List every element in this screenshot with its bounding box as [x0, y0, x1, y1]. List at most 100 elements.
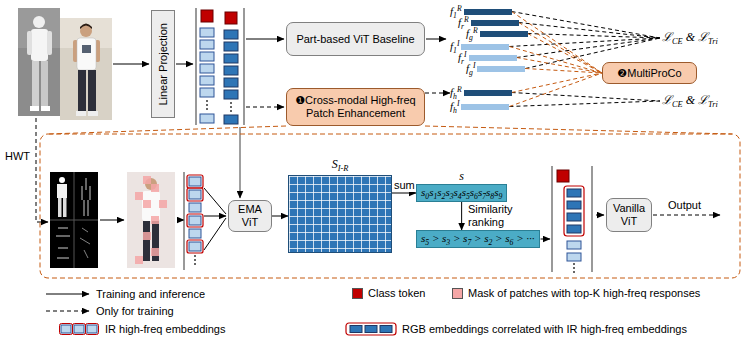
- legend-line: [46, 311, 89, 312]
- feature-bar: f1R: [450, 6, 512, 17]
- box-label: ❶Cross-modal High-freq Patch Enhancement: [291, 94, 420, 120]
- ellipsis-dots: [573, 263, 575, 273]
- feature-bar: fgR: [466, 28, 528, 39]
- embedding-cell: [224, 30, 238, 39]
- subscript: 1: [453, 46, 457, 55]
- rest-column: [567, 241, 581, 261]
- shape: [425, 126, 732, 134]
- embedding-cell: [200, 40, 214, 49]
- embedding-cell: [567, 253, 581, 261]
- shape: [143, 176, 151, 184]
- feature-bar: f1I: [450, 41, 509, 52]
- edge-label: sum: [393, 179, 416, 192]
- feature-bar: fgI: [466, 63, 525, 74]
- shape: [50, 220, 98, 221]
- subscript: Tri: [708, 37, 718, 46]
- subscript: Tri: [708, 100, 718, 109]
- shape: [40, 134, 740, 278]
- embedding-cell: [87, 325, 97, 333]
- superscript: R: [457, 4, 462, 13]
- shape: [41, 61, 48, 107]
- rgb-person-image: [60, 18, 112, 120]
- feature-bar-fill: [469, 55, 517, 61]
- embedding-cell: [224, 54, 238, 63]
- legend-text: Training and inference: [96, 288, 205, 301]
- subscript: h: [453, 106, 457, 115]
- subscript: 7: [467, 238, 471, 247]
- embedding-cell: [189, 177, 201, 186]
- subscript: 3: [446, 238, 450, 247]
- masked-rgb-image: [127, 172, 175, 268]
- highfreq-frame: [73, 324, 86, 335]
- feature-bar-fill: [464, 9, 512, 15]
- shape: [143, 221, 150, 261]
- connector: [272, 216, 288, 217]
- module-box: ❷MultiProCo: [602, 62, 697, 84]
- shape: [113, 64, 149, 65]
- superscript: R: [457, 85, 462, 94]
- connector: [525, 69, 602, 74]
- process-box: Vanilla ViT: [606, 198, 652, 232]
- ellipsis-dots: [194, 255, 196, 265]
- feature-bar-fill: [471, 20, 519, 26]
- embedding-cell: [350, 326, 362, 333]
- box-label: ❷MultiProCo: [617, 67, 681, 80]
- embedding-cell: [200, 88, 214, 97]
- legend-entry: Mask of patches with top-K high-freq res…: [452, 287, 700, 300]
- embedding-cell: [189, 190, 201, 199]
- feature-bar-fill: [477, 66, 525, 72]
- feature-bar-fill: [464, 90, 512, 96]
- shape: [596, 215, 604, 216]
- feature-bar: frI: [458, 52, 517, 63]
- shape: [77, 38, 96, 70]
- shape: [88, 70, 96, 112]
- subscript: 5: [466, 192, 470, 201]
- process-box: EMA ViT: [228, 200, 272, 232]
- embedding-cell: [189, 203, 201, 212]
- rgb-token-column: [224, 30, 238, 99]
- class-token: [225, 12, 237, 24]
- connector: [512, 93, 660, 102]
- shape: [33, 16, 45, 28]
- superscript: R: [473, 26, 478, 35]
- shape: [32, 61, 39, 107]
- embedding-cell: [567, 189, 581, 197]
- superscript: R: [464, 15, 469, 24]
- ellipsis-dot: [573, 263, 575, 265]
- superscript: I: [457, 39, 460, 48]
- legend-sample: [45, 287, 91, 301]
- subscript: 6: [474, 192, 478, 201]
- ir-token-column: [200, 28, 214, 97]
- subscript: 4: [458, 192, 462, 201]
- shape: [60, 18, 112, 120]
- legend-entry: RGB embeddings correlated with IR high-f…: [345, 322, 687, 336]
- superscript: I: [457, 99, 460, 108]
- shape: [143, 232, 151, 240]
- token-bracket: [591, 166, 592, 272]
- subscript: g: [469, 68, 473, 77]
- legend-text: RGB embeddings correlated with IR high-f…: [402, 323, 687, 336]
- subscript: g: [469, 33, 473, 42]
- subscript: 2: [442, 192, 446, 201]
- feature-bar-fill: [461, 104, 509, 110]
- class-token: [201, 10, 213, 22]
- embedding-cell: [189, 229, 201, 238]
- shape: [30, 106, 39, 111]
- subscript: 9: [498, 192, 502, 201]
- connector: [509, 73, 602, 107]
- shape: [204, 216, 226, 217]
- shape: [36, 118, 48, 222]
- token-bracket: [243, 8, 244, 125]
- embedding-cell: [74, 325, 84, 333]
- superscript: I: [464, 50, 467, 59]
- ellipsis-dot: [194, 259, 196, 261]
- shape: [152, 221, 159, 261]
- rgb-token-column: [224, 115, 238, 124]
- score-strip: ss0s1s2s3s4s5s6s7s8s9: [416, 170, 507, 202]
- embedding-cell: [224, 42, 238, 51]
- embedding-cell: [365, 326, 377, 333]
- shape: [246, 107, 284, 108]
- strip-heading: s: [459, 170, 464, 183]
- subscript: r: [461, 57, 464, 66]
- shape: [82, 45, 91, 53]
